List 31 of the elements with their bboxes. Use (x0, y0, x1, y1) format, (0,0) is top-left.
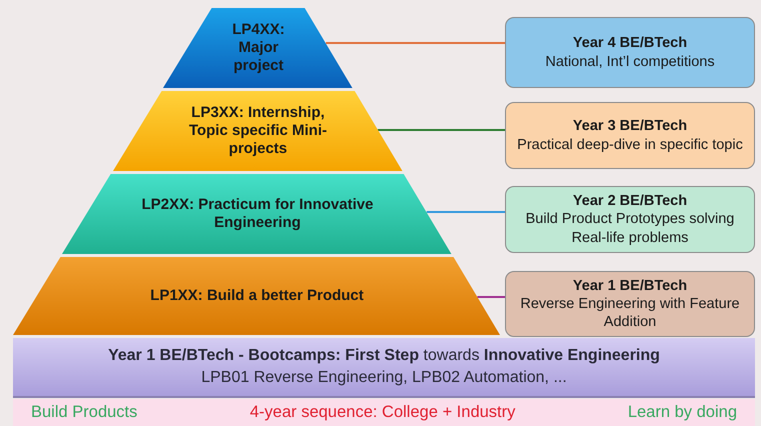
footer-band (13, 399, 755, 426)
year-description: National, Int’l competitions (545, 52, 715, 71)
connector-line (378, 129, 505, 131)
tier-label: LP3XX: Internship, Topic specific Mini-projects (188, 104, 328, 158)
connector-line (426, 211, 505, 213)
connector-line (477, 296, 505, 298)
year-heading: Year 3 BE/BTech (572, 117, 688, 136)
pyramid-tier (13, 257, 500, 335)
year-description: Build Product Prototypes solving Real-life problems (524, 210, 736, 247)
bootcamp-courses: LPB01 Reverse Engineering, LPB02 Automation, ... (201, 368, 567, 388)
year-box (505, 271, 755, 337)
year-heading: Year 1 BE/BTech (572, 276, 688, 295)
pyramid-tier (112, 91, 402, 171)
tier-label: LP4XX: Major project (231, 21, 286, 75)
pyramid-tier (62, 174, 452, 254)
tier-label: LP1XX: Build a better Product (150, 287, 364, 305)
year-box (505, 186, 755, 253)
year-heading: Year 2 BE/BTech (572, 192, 688, 210)
bootcamp-heading: Year 1 BE/BTech - Bootcamps: First Step towards Innovative Engineering (108, 346, 660, 366)
bootcamp-band (13, 338, 755, 398)
year-heading: Year 4 BE/BTech (572, 34, 688, 52)
tier-label: LP2XX: Practicum for Innovative Engineering (140, 196, 374, 232)
footer-text: Learn by doing (628, 403, 737, 422)
pyramid-tier (163, 8, 353, 88)
year-description: Practical deep-dive in specific topic (517, 136, 743, 154)
connector-line (326, 42, 505, 44)
footer-text: 4-year sequence: College + Industry (250, 403, 516, 422)
footer-text: Build Products (31, 403, 138, 422)
year-box (505, 102, 755, 169)
year-box (505, 17, 755, 88)
year-description: Reverse Engineering with Feature Addition (519, 294, 741, 332)
